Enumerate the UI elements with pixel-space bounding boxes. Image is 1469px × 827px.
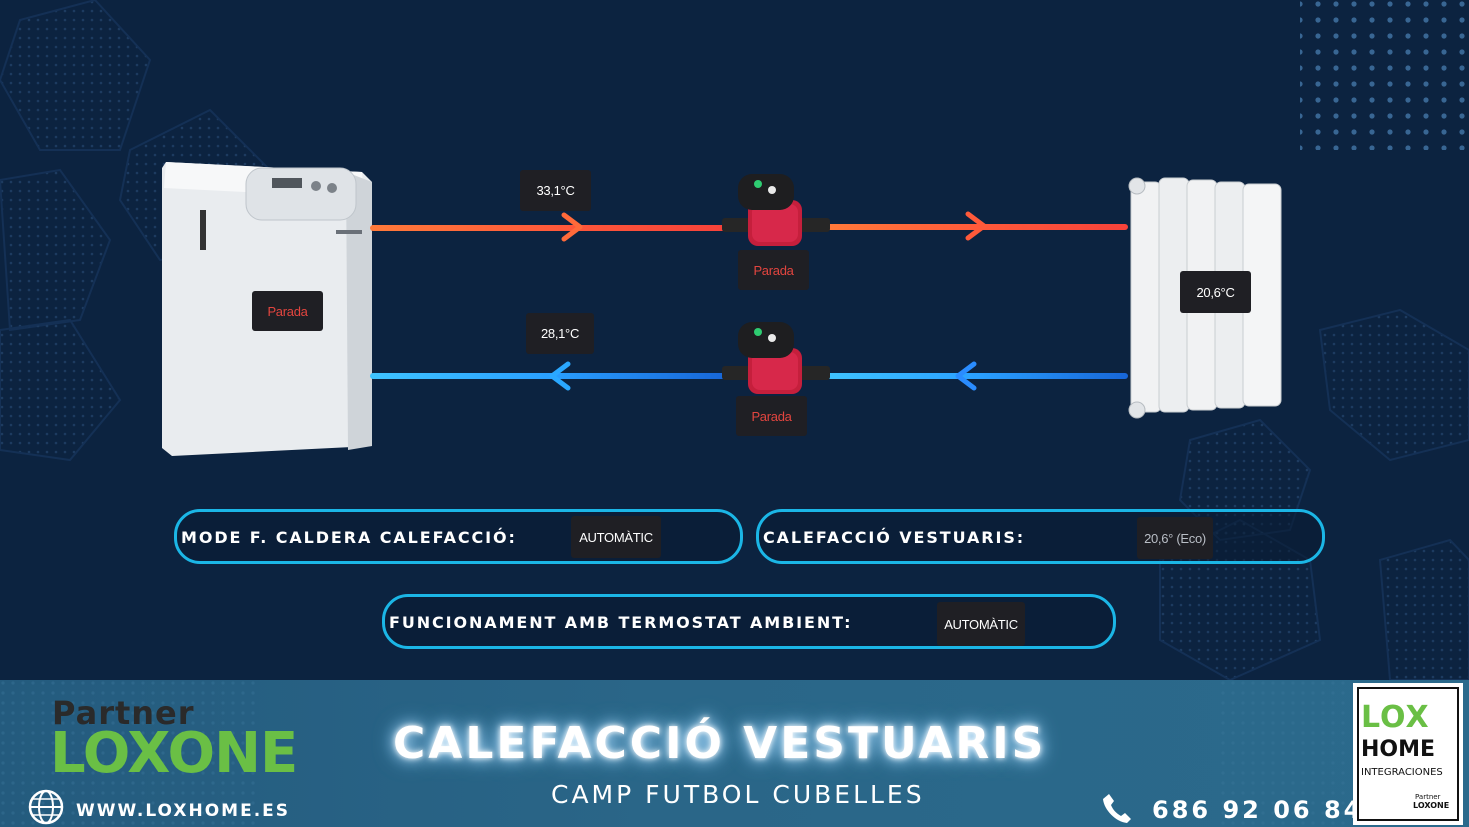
- loxone-text: LOXONE: [50, 721, 298, 786]
- logo-loxone: LOXONE: [1413, 801, 1450, 810]
- return-pump-image: [722, 322, 830, 394]
- thermostat-control[interactable]: FUNCIONAMENT AMB TERMOSTAT AMBIENT: AUTO…: [382, 594, 1116, 649]
- thermostat-value[interactable]: AUTOMÀTIC: [937, 602, 1025, 646]
- boiler-status: Parada: [252, 291, 323, 331]
- footer-banner: Partner LOXONE WWW.LOXHOME.ES CALEFACCIÓ…: [0, 680, 1469, 827]
- phone-number[interactable]: 686 92 06 84: [1152, 796, 1364, 824]
- logo-lox: LOX: [1361, 700, 1430, 735]
- boiler-mode-value[interactable]: AUTOMÀTIC: [571, 516, 661, 558]
- boiler-mode-control[interactable]: MODE F. CALDERA CALEFACCIÓ: AUTOMÀTIC: [174, 509, 743, 564]
- flow-arrow-icon: [965, 211, 987, 241]
- supply-temperature: 33,1°C: [520, 170, 591, 211]
- flow-arrow-icon: [549, 361, 571, 391]
- footer-decoration: [0, 680, 1350, 827]
- locker-heating-control[interactable]: CALEFACCIÓ VESTUARIS: 20,6° (Eco): [756, 509, 1325, 564]
- supply-pump-image: [722, 174, 830, 246]
- phone-icon: [1103, 794, 1131, 823]
- page-subtitle: CAMP FUTBOL CUBELLES: [551, 780, 925, 809]
- supply-pipe-left: [370, 225, 726, 231]
- logo-home: HOME: [1361, 737, 1436, 762]
- globe-icon: [28, 789, 64, 825]
- supply-pump-status: Parada: [738, 250, 809, 290]
- thermostat-label: FUNCIONAMENT AMB TERMOSTAT AMBIENT:: [389, 613, 853, 632]
- return-pipe-left: [370, 373, 726, 379]
- return-pump-status: Parada: [736, 396, 807, 436]
- loxhome-logo: LOX HOME INTEGRACIONES Partner LOXONE: [1353, 683, 1463, 825]
- flow-arrow-icon: [955, 361, 977, 391]
- supply-pipe-right: [822, 224, 1128, 230]
- return-pipe-right: [826, 373, 1128, 379]
- locker-heating-value[interactable]: 20,6° (Eco): [1137, 517, 1213, 559]
- locker-heating-label: CALEFACCIÓ VESTUARIS:: [763, 528, 1026, 547]
- page-title: CALEFACCIÓ VESTUARIS: [393, 718, 1047, 769]
- partner-text: Partner: [52, 694, 195, 732]
- logo-partner: Partner: [1415, 793, 1441, 801]
- flow-arrow-icon: [561, 212, 583, 242]
- boiler-mode-label: MODE F. CALDERA CALEFACCIÓ:: [181, 528, 517, 547]
- logo-integraciones: INTEGRACIONES: [1361, 767, 1443, 778]
- return-temperature: 28,1°C: [526, 313, 594, 354]
- website-link[interactable]: WWW.LOXHOME.ES: [76, 801, 291, 821]
- radiator-temperature: 20,6°C: [1180, 271, 1251, 313]
